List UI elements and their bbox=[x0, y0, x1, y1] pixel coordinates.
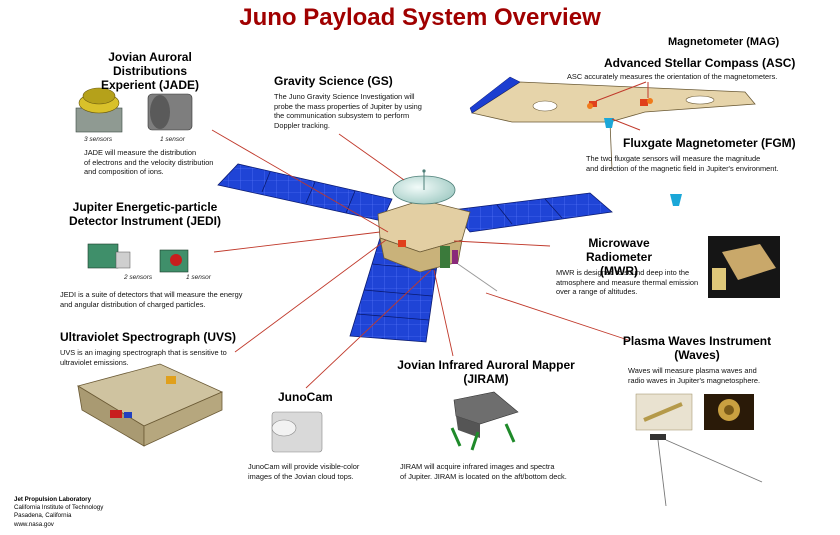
leader-lines bbox=[211, 129, 629, 389]
mwr-heading: Microwave Radiometer (MWR) bbox=[554, 236, 684, 278]
asc-heading: Advanced Stellar Compass (ASC) bbox=[604, 56, 796, 70]
fgm-sensors bbox=[604, 118, 682, 206]
solar-array-left bbox=[217, 163, 393, 222]
gs-heading: Gravity Science (GS) bbox=[274, 74, 393, 88]
page-title: Juno Payload System Overview bbox=[239, 4, 601, 31]
spacecraft-bus bbox=[377, 199, 471, 273]
uvs-image bbox=[76, 363, 223, 447]
magnetometer-boom bbox=[469, 76, 756, 171]
waves-images bbox=[635, 393, 754, 431]
jedi-sensor-images bbox=[87, 243, 189, 273]
mwr-description: MWR is designed to sound deep into the a… bbox=[556, 268, 699, 297]
mwr-heading-line-1: Microwave Radiometer bbox=[585, 236, 653, 264]
jade-heading: Jovian Auroral Distributions Experient (… bbox=[70, 50, 230, 92]
mwr-image bbox=[708, 236, 780, 298]
jiram-heading: Jovian Infrared Auroral Mapper (JIRAM) bbox=[396, 358, 576, 386]
jedi-heading: Jupiter Energetic-particle Detector Inst… bbox=[60, 200, 230, 228]
asc-markers bbox=[587, 98, 653, 109]
jedi-caption-2-sensors: 2 sensors bbox=[124, 274, 153, 281]
solar-array-right bbox=[451, 192, 613, 233]
jade-sensor-images bbox=[75, 87, 193, 133]
jade-caption-1-sensor: 1 sensor bbox=[160, 136, 185, 143]
footer-url[interactable]: www.nasa.gov bbox=[14, 521, 54, 528]
uvs-description: UVS is an imaging spectrograph that is s… bbox=[60, 348, 227, 367]
footer-org: Jet Propulsion Laboratory bbox=[14, 496, 92, 503]
uvs-heading: Ultraviolet Spectrograph (UVS) bbox=[60, 330, 237, 344]
jade-caption-3-sensors: 3 sensors bbox=[84, 136, 113, 143]
fgm-description: The two fluxgate sensors will measure th… bbox=[586, 154, 779, 173]
jade-heading-line-2: Experient (JADE) bbox=[100, 78, 200, 92]
footer-credits: Jet Propulsion Laboratory California Ins… bbox=[14, 496, 103, 520]
jiram-heading-line-2: (JIRAM) bbox=[463, 372, 509, 386]
mag-heading: Magnetometer (MAG) bbox=[668, 36, 780, 48]
mwr-heading-line-2: (MWR) bbox=[600, 264, 638, 278]
jade-heading-line-1: Jovian Auroral Distributions bbox=[108, 50, 192, 78]
jiram-image bbox=[450, 391, 519, 451]
junocam-description: JunoCam will provide visible-color image… bbox=[248, 462, 360, 481]
waves-heading: Plasma Waves Instrument (Waves) bbox=[622, 334, 772, 362]
jedi-caption-1-sensor: 1 sensor bbox=[186, 274, 211, 281]
jade-description: JADE will measure the distribution of el… bbox=[84, 148, 214, 177]
jiram-description: JIRAM will acquire infrared images and s… bbox=[400, 462, 567, 481]
footer-institution: California Institute of Technology bbox=[14, 504, 104, 511]
jiram-heading-line-1: Jovian Infrared Auroral Mapper bbox=[397, 358, 575, 372]
waves-heading-line-1: Plasma Waves Instrument bbox=[622, 334, 772, 348]
junocam-image bbox=[271, 411, 323, 453]
waves-description: Waves will measure plasma waves and radi… bbox=[628, 366, 761, 385]
jedi-heading-line-1: Jupiter Energetic-particle bbox=[72, 200, 218, 214]
high-gain-antenna bbox=[392, 169, 456, 205]
footer-city: Pasadena, California bbox=[14, 512, 72, 519]
fgm-heading: Fluxgate Magnetometer (FGM) bbox=[623, 136, 796, 150]
waves-dipole-antenna bbox=[650, 434, 763, 507]
jedi-description: JEDI is a suite of detectors that will m… bbox=[60, 290, 243, 309]
junocam-heading: JunoCam bbox=[278, 390, 333, 404]
asc-description: ASC accurately measures the orientation … bbox=[567, 72, 778, 81]
waves-heading-line-2: (Waves) bbox=[674, 348, 720, 362]
waves-antenna-stub bbox=[457, 263, 498, 292]
jedi-heading-line-2: Detector Instrument (JEDI) bbox=[68, 214, 222, 228]
gs-description: The Juno Gravity Science Investigation w… bbox=[274, 92, 422, 130]
mag-pointers bbox=[595, 81, 649, 131]
